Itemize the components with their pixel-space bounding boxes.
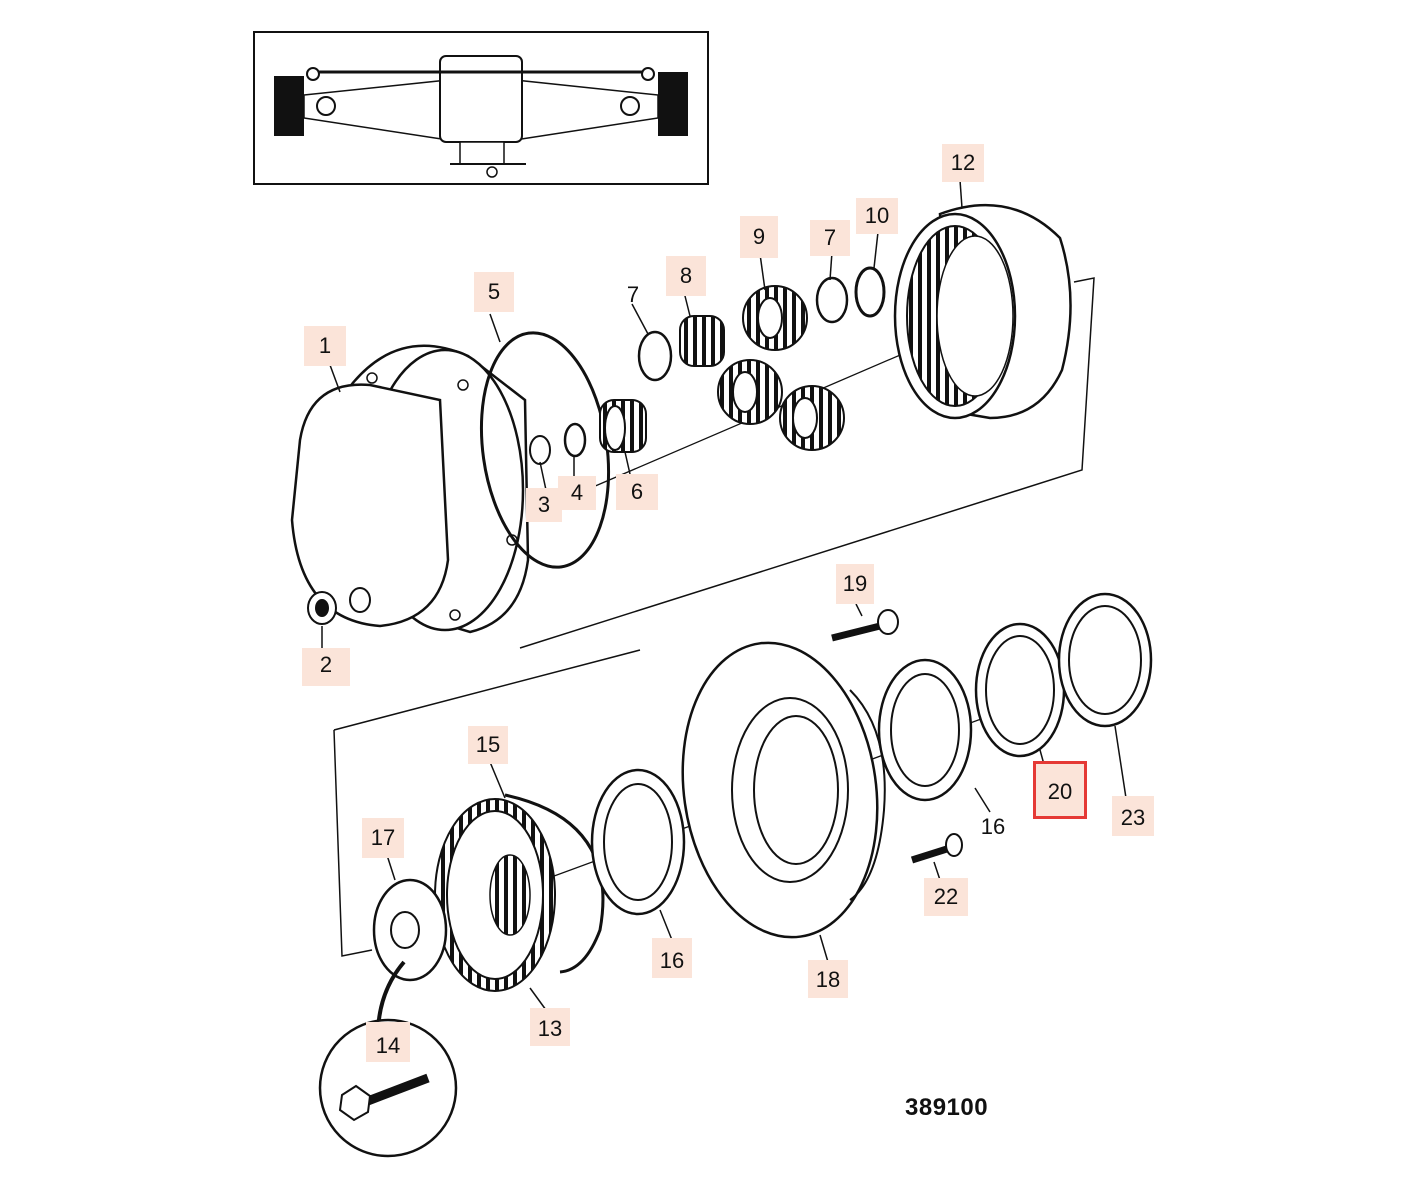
part-16a-bearing [590,768,686,916]
callout-23[interactable]: 23 [1112,796,1154,836]
part-23-seal [1057,592,1153,728]
part-3-washer [529,435,551,465]
callout-18[interactable]: 18 [808,960,848,998]
callout-16a[interactable]: 16 [652,938,692,978]
callout-15[interactable]: 15 [468,726,508,764]
part-2-plug [307,591,337,625]
part-6-sun-gear [599,399,647,453]
callout-10[interactable]: 10 [856,198,898,234]
leader-lines [321,179,1127,1011]
part-10-circlip [854,266,886,318]
callout-16b: 16 [980,814,1006,839]
part-9-planet-gears [717,285,845,451]
part-7a-thrust-washer [637,330,673,382]
callout-3[interactable]: 3 [526,488,562,522]
callout-4[interactable]: 4 [558,476,596,510]
callout-7a: 7 [626,282,640,307]
callout-17[interactable]: 17 [362,818,404,858]
axle-overview-inset [253,31,709,185]
callout-14[interactable]: 14 [366,1022,410,1062]
part-17-collar [372,878,448,982]
callout-22[interactable]: 22 [924,878,968,916]
callout-8[interactable]: 8 [666,256,706,296]
part-19-stud [831,609,899,642]
part-18-wheel-hub [681,641,886,939]
part-1-hub-cover [290,344,530,634]
callout-2[interactable]: 2 [302,648,350,686]
part-12-annulus-gear [893,203,1072,420]
part-22-bolt [910,833,963,864]
drawing-number: 389100 [905,1094,989,1121]
part-20-seal [974,622,1066,758]
part-16b-bearing [877,658,973,802]
part-13-toothed-hub [434,798,556,992]
callout-7b[interactable]: 7 [810,220,850,256]
callout-20[interactable]: 20 [1033,761,1087,819]
part-8-needle-bearing [679,315,725,367]
callout-1[interactable]: 1 [304,326,346,366]
part-4-circlip [563,422,587,458]
callout-5[interactable]: 5 [474,272,514,312]
callout-9[interactable]: 9 [740,216,778,258]
callout-12[interactable]: 12 [942,144,984,182]
callout-19[interactable]: 19 [836,564,874,604]
part-15-circlip [504,793,605,974]
callout-13[interactable]: 13 [530,1008,570,1046]
part-7b-thrust-washer [815,276,849,324]
callout-6[interactable]: 6 [616,474,658,510]
